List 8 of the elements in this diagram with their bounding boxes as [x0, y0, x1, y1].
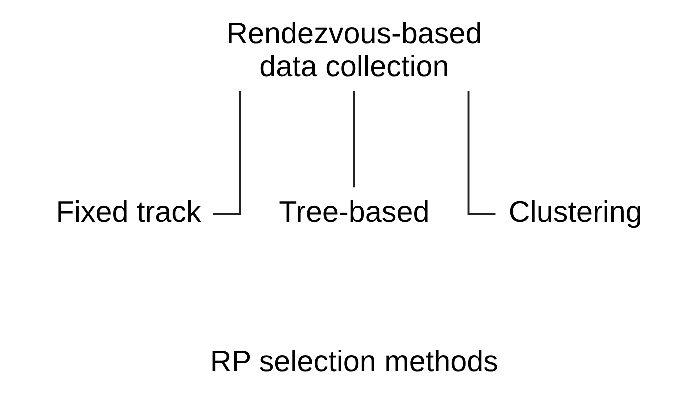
node-text: Rendezvous-based data collection	[226, 18, 482, 84]
node-text: Fixed track	[56, 196, 201, 229]
connector	[212, 91, 241, 216]
label: RP selection methods	[210, 346, 498, 379]
connector	[353, 91, 355, 188]
node-text: Clustering	[508, 196, 642, 229]
node-text: Tree-based	[278, 196, 430, 229]
connector	[467, 91, 496, 216]
